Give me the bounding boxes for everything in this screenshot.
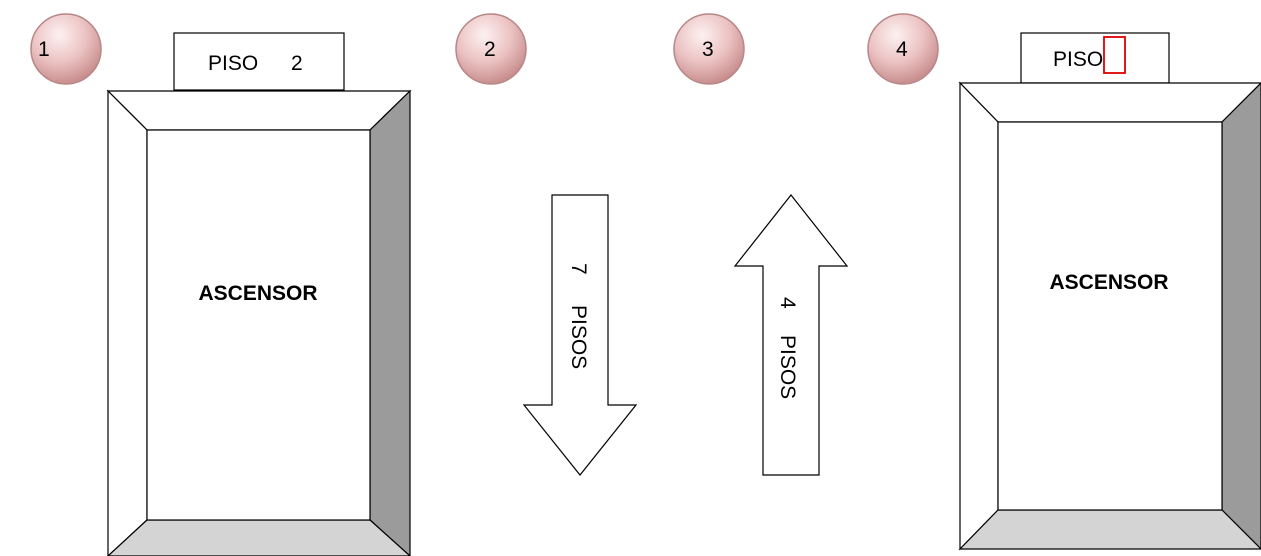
step-circle-3: 3 xyxy=(673,13,745,85)
floor-indicator-left: PISO 2 xyxy=(173,32,345,91)
elevator-right: PISO ASCENSOR xyxy=(958,32,1261,551)
elevator-left: PISO 2 ASCENSOR xyxy=(106,32,412,556)
step-circle-4: 4 xyxy=(867,13,939,85)
step-number-1: 1 xyxy=(38,38,50,61)
floor-indicator-value: 2 xyxy=(291,52,303,75)
elevator-label: ASCENSOR xyxy=(1049,271,1168,294)
step-circle-2: 2 xyxy=(455,13,527,85)
step-number-2: 2 xyxy=(484,38,496,61)
elevator-frame-right xyxy=(958,81,1261,551)
arrow-up-unit: PISOS xyxy=(776,335,799,399)
elevator-frame-left xyxy=(106,89,412,556)
arrow-down: 7 PISOS xyxy=(522,194,638,476)
floor-indicator-label: PISO xyxy=(1053,48,1103,71)
arrow-up: 4 PISOS xyxy=(733,194,849,476)
floor-indicator-label: PISO xyxy=(208,52,258,75)
floor-indicator-right: PISO xyxy=(1020,32,1170,84)
answer-box xyxy=(1103,36,1126,74)
step-number-4: 4 xyxy=(896,38,908,61)
elevator-label: ASCENSOR xyxy=(198,282,317,305)
arrow-up-count: 4 xyxy=(776,297,799,309)
arrow-down-count: 7 xyxy=(567,263,590,275)
step-number-3: 3 xyxy=(702,38,714,61)
step-circle-1: 1 xyxy=(30,13,102,85)
arrow-down-unit: PISOS xyxy=(567,305,590,369)
